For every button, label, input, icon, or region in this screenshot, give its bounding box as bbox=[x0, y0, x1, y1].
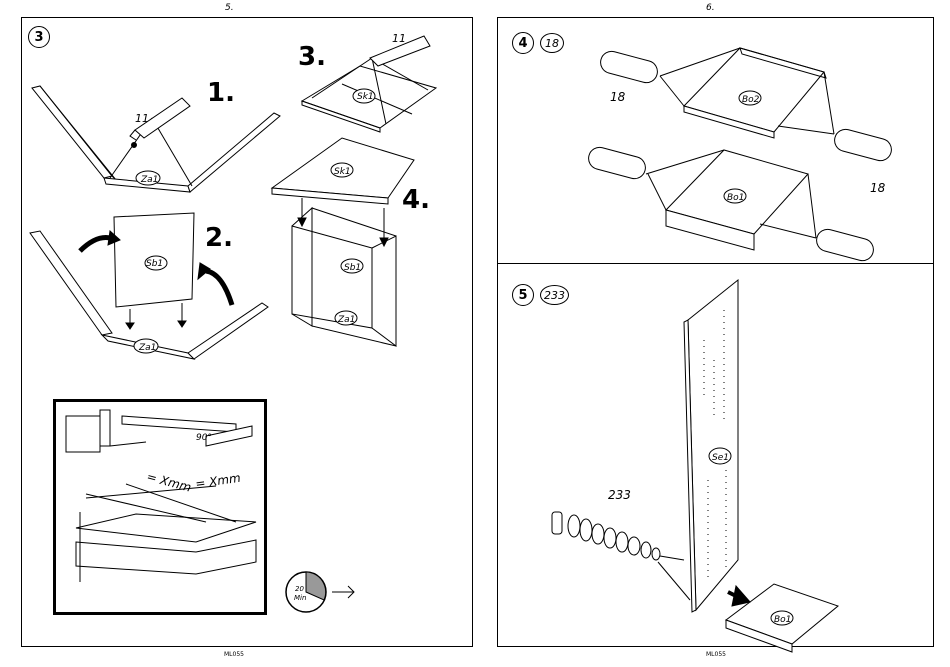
substep-4-diagram: Sk1 Sb1 Za1 bbox=[272, 138, 422, 348]
part-label-bo1-b: Bo1 bbox=[774, 615, 791, 625]
part-label-za1-a: Za1 bbox=[140, 175, 158, 185]
angle-label: 90° bbox=[196, 433, 212, 443]
diagonal-check-inset: 90° = Xmm = Xmm bbox=[53, 399, 267, 615]
step-3-badge: 3 bbox=[28, 26, 50, 48]
section-divider bbox=[498, 263, 933, 264]
left-instruction-page: 3 1. 2. 3. 4. 11 Za1 bbox=[21, 17, 473, 647]
step-4-diagram: Bo2 Bo1 bbox=[588, 28, 908, 238]
part-label-sb1-b: Sb1 bbox=[344, 263, 361, 273]
part-label-sb1-a: Sb1 bbox=[146, 259, 163, 269]
glue-label-1: 11 bbox=[135, 112, 149, 125]
step-5-diagram: Se1 Bo1 bbox=[538, 280, 898, 640]
page-number-right: 6. bbox=[706, 3, 715, 13]
step-4-qty-badge: 18 bbox=[540, 33, 564, 53]
part-label-bo1-a: Bo1 bbox=[727, 193, 744, 203]
part-label-za1-c: Za1 bbox=[337, 315, 355, 325]
part-label-bo2: Bo2 bbox=[742, 95, 760, 105]
part-label-se1: Se1 bbox=[712, 453, 729, 463]
step-4-badge: 4 bbox=[512, 32, 534, 54]
substep-3-diagram: 11 Sk1 bbox=[302, 36, 452, 126]
part-label-sk1-b: Sk1 bbox=[334, 167, 351, 177]
measure-label-2: = Xmm bbox=[194, 471, 241, 491]
footer-code-right: ML055 bbox=[706, 651, 726, 658]
step-5-badge: 5 bbox=[512, 284, 534, 306]
part-label-za1-b: Za1 bbox=[138, 343, 156, 353]
footer-code-left: ML055 bbox=[224, 651, 244, 658]
substep-2-diagram: Sb1 Za1 bbox=[22, 203, 282, 373]
measure-label-1: = Xmm bbox=[145, 469, 193, 494]
timer-unit: Min bbox=[294, 594, 306, 602]
timer-value: 20 bbox=[295, 585, 304, 593]
glue-label-3: 11 bbox=[392, 32, 406, 45]
timer-icon: 20 Min bbox=[284, 570, 364, 620]
right-instruction-page: 4 18 18 18 bbox=[497, 17, 934, 647]
part-label-sk1-a: Sk1 bbox=[357, 92, 374, 102]
page-number-left: 5. bbox=[225, 3, 234, 13]
